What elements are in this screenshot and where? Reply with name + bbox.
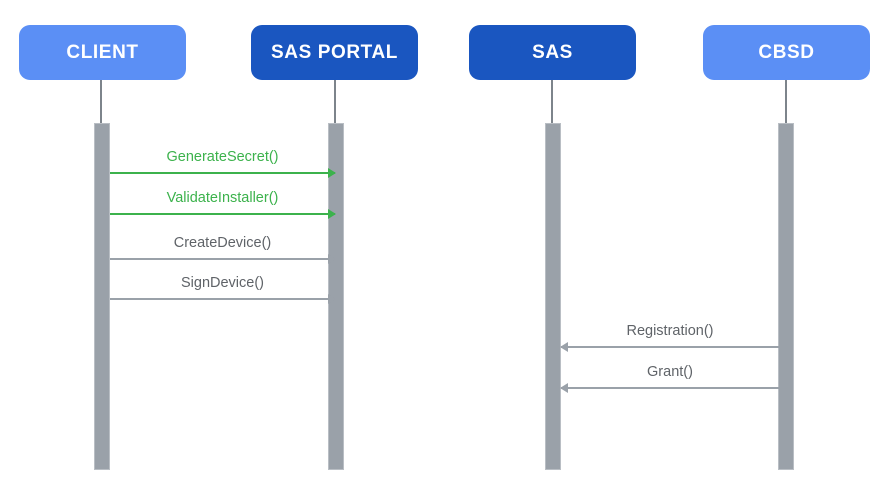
message-label-validate-installer: ValidateInstaller(): [166, 190, 279, 206]
message-line-grant: [561, 387, 779, 389]
lifeline-sas: [551, 80, 553, 123]
actor-box-sas[interactable]: SAS: [469, 25, 636, 80]
activation-bar-sas: [545, 123, 561, 470]
arrow-head-right-create-device: [328, 253, 336, 264]
message-label-generate-secret: GenerateSecret(): [166, 149, 279, 165]
message-label-registration: Registration(): [626, 323, 714, 339]
arrow-head-left-grant: [560, 382, 568, 393]
activation-bar-cbsd: [778, 123, 794, 470]
actor-box-sas-portal[interactable]: SAS PORTAL: [251, 25, 418, 80]
lifeline-sas-portal: [334, 80, 336, 123]
message-label-grant: Grant(): [647, 364, 693, 380]
arrow-head-left-registration: [560, 341, 568, 352]
lifeline-cbsd: [785, 80, 787, 123]
actor-label-cbsd: CBSD: [758, 41, 815, 63]
actor-label-client: CLIENT: [66, 41, 139, 63]
actor-box-client[interactable]: CLIENT: [19, 25, 186, 80]
lifeline-client: [100, 80, 102, 123]
arrow-head-right-validate-installer: [328, 208, 336, 219]
arrow-head-right-sign-device: [328, 293, 336, 304]
actor-label-sas-portal: SAS PORTAL: [270, 41, 399, 63]
message-line-create-device: [110, 258, 335, 260]
activation-bar-client: [94, 123, 110, 470]
message-label-sign-device: SignDevice(): [181, 275, 264, 291]
message-line-sign-device: [110, 298, 335, 300]
arrow-head-right-generate-secret: [328, 167, 336, 178]
message-line-validate-installer: [110, 213, 335, 215]
message-label-create-device: CreateDevice(): [173, 235, 272, 251]
actor-label-sas: SAS: [532, 41, 573, 63]
actor-box-cbsd[interactable]: CBSD: [703, 25, 870, 80]
message-line-registration: [561, 346, 779, 348]
message-line-generate-secret: [110, 172, 335, 174]
